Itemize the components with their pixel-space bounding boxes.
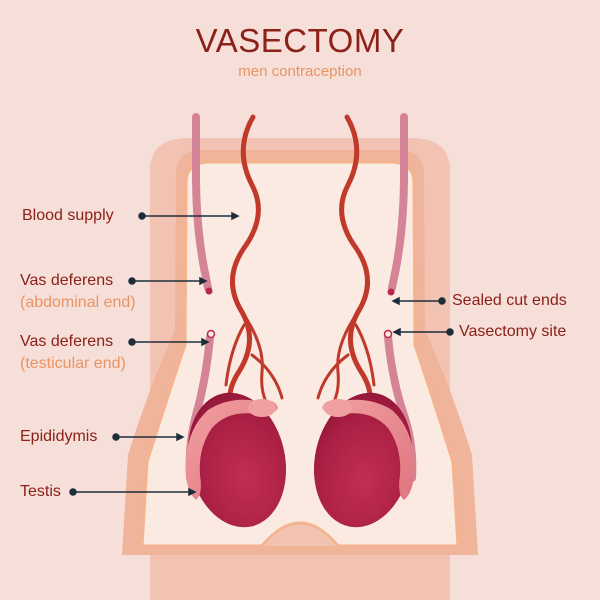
label-blood-supply: Blood supply	[22, 207, 114, 224]
label-testicular-end: (testicular end)	[20, 355, 126, 372]
testis-left	[185, 392, 287, 528]
label-vasectomy-site: Vasectomy site	[459, 323, 567, 340]
vas-testicular-cut-end-right	[383, 329, 393, 339]
label-testis: Testis	[20, 483, 61, 500]
blood-vessels	[224, 114, 376, 413]
label-sealed-cut-ends: Sealed cut ends	[452, 292, 567, 309]
testis-right	[313, 392, 415, 528]
label-vas-deferens-abdominal: Vas deferens	[20, 272, 114, 289]
vas-abdominal-cut-end-left	[205, 287, 213, 295]
label-epididymis: Epididymis	[20, 428, 98, 445]
diagram-title: VASECTOMY	[195, 22, 405, 59]
label-vas-deferens-testicular: Vas deferens	[20, 333, 114, 350]
diagram-subtitle: men contraception	[238, 63, 362, 80]
label-abdominal-end: (abdominal end)	[20, 294, 136, 311]
scrotum-outline	[122, 138, 478, 600]
vas-abdominal-cut-end-right	[387, 288, 395, 296]
vas-testicular-cut-end-left	[206, 329, 216, 339]
pointer-lines	[69, 211, 454, 497]
